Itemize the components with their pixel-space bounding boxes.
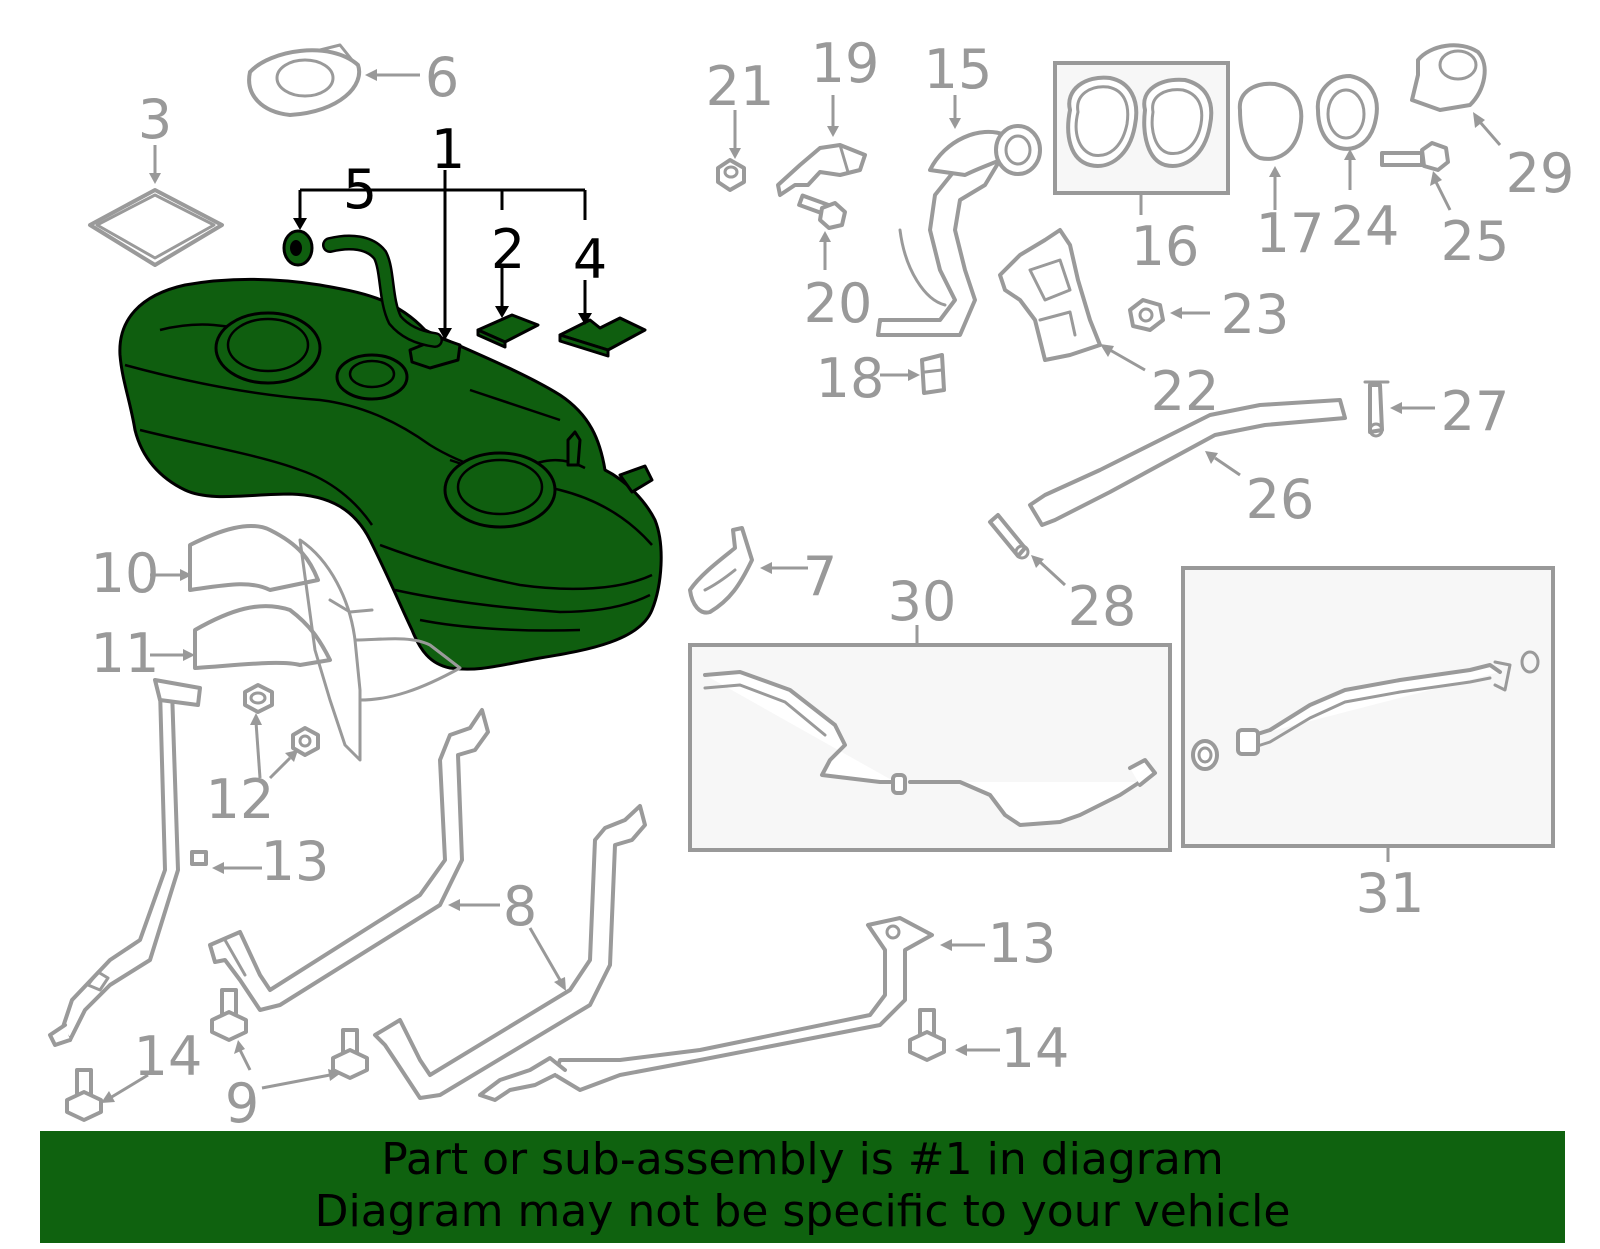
callout-3: 3 [138, 88, 172, 151]
callout-22: 22 [1151, 360, 1220, 423]
part-18-clip[interactable] [920, 353, 946, 395]
callout-16: 16 [1131, 215, 1200, 278]
strap-8a[interactable] [208, 708, 490, 1012]
fuel-tank-part-1[interactable] [118, 277, 663, 671]
part-25-bolt[interactable] [1380, 141, 1450, 172]
part-17-gasket[interactable] [1237, 81, 1304, 161]
callout-5: 5 [343, 158, 377, 221]
part-28-clip[interactable] [988, 513, 1030, 560]
callout-24: 24 [1331, 195, 1400, 258]
callout-10: 10 [91, 542, 160, 605]
bolt-14b[interactable] [908, 1008, 946, 1062]
info-banner: Part or sub-assembly is #1 in diagram Di… [40, 1131, 1565, 1243]
part-24-seal[interactable] [1315, 74, 1379, 151]
callout-14b: 14 [1001, 1017, 1070, 1080]
part-4-pad[interactable] [558, 316, 647, 358]
part-22-bracket[interactable] [998, 228, 1102, 362]
part-27-clip[interactable] [1363, 380, 1390, 438]
callout-21: 21 [706, 55, 775, 118]
callout-19: 19 [811, 32, 880, 95]
callout-20: 20 [804, 272, 873, 335]
part-31-hose-assembly[interactable] [1181, 566, 1555, 848]
callout-7: 7 [803, 545, 837, 608]
leader-lines [101, 69, 1502, 1103]
heat-shield-11[interactable] [193, 604, 332, 670]
callout-23: 23 [1221, 283, 1290, 346]
part-2-pad[interactable] [476, 313, 540, 349]
part-6-bracket[interactable] [247, 43, 362, 117]
bolt-9a[interactable] [210, 988, 248, 1042]
part-29-cap[interactable] [1410, 43, 1487, 112]
callout-12: 12 [206, 768, 275, 831]
part-3-pad[interactable] [88, 188, 224, 267]
part-12-nut[interactable] [243, 683, 320, 757]
callout-14a: 14 [134, 1025, 203, 1088]
bolt-9b[interactable] [331, 1028, 369, 1080]
strap-13-right[interactable] [478, 916, 934, 1102]
callout-26: 26 [1246, 468, 1315, 531]
callout-13b: 13 [988, 912, 1057, 975]
callout-4: 4 [573, 228, 607, 291]
callout-18: 18 [816, 347, 885, 410]
callout-28: 28 [1068, 575, 1137, 638]
banner-line-2: Diagram may not be specific to your vehi… [314, 1186, 1291, 1237]
part-23-nut[interactable] [1128, 298, 1165, 332]
callout-17: 17 [1256, 202, 1325, 265]
callout-1: 1 [431, 118, 465, 181]
banner-line-1: Part or sub-assembly is #1 in diagram [381, 1134, 1224, 1185]
part-26-hose[interactable] [1028, 398, 1347, 527]
callout-8: 8 [503, 875, 537, 938]
strap-left[interactable] [48, 678, 208, 1047]
callout-labels: 1 2 3 4 5 6 7 8 9 10 11 12 13 13 14 14 1… [91, 32, 1575, 1135]
callout-25: 25 [1441, 210, 1510, 273]
part-5-hose[interactable] [282, 229, 443, 348]
body-panel [298, 538, 462, 762]
callout-31: 31 [1356, 862, 1425, 925]
callout-15: 15 [924, 38, 993, 101]
part-16-gasket-set[interactable] [1053, 61, 1230, 215]
bolt-14a[interactable] [65, 1068, 103, 1122]
heat-shield-10[interactable] [188, 523, 320, 592]
part-21-nut[interactable] [716, 158, 746, 192]
callout-bracket [293, 170, 592, 340]
part-15-filler-pipe[interactable] [876, 124, 1042, 337]
callout-30: 30 [888, 570, 957, 633]
callout-2: 2 [491, 218, 525, 281]
part-19-bracket[interactable] [776, 143, 867, 197]
callout-9: 9 [225, 1072, 259, 1135]
part-30-hose-assembly[interactable] [688, 643, 1172, 852]
strap-8b[interactable] [373, 804, 647, 1100]
callout-11: 11 [91, 622, 160, 685]
callout-27: 27 [1441, 380, 1510, 443]
part-7-bracket[interactable] [688, 526, 754, 615]
callout-6: 6 [425, 46, 459, 109]
callout-13a: 13 [261, 830, 330, 893]
callout-29: 29 [1506, 142, 1575, 205]
part-20-bolt[interactable] [797, 193, 847, 230]
